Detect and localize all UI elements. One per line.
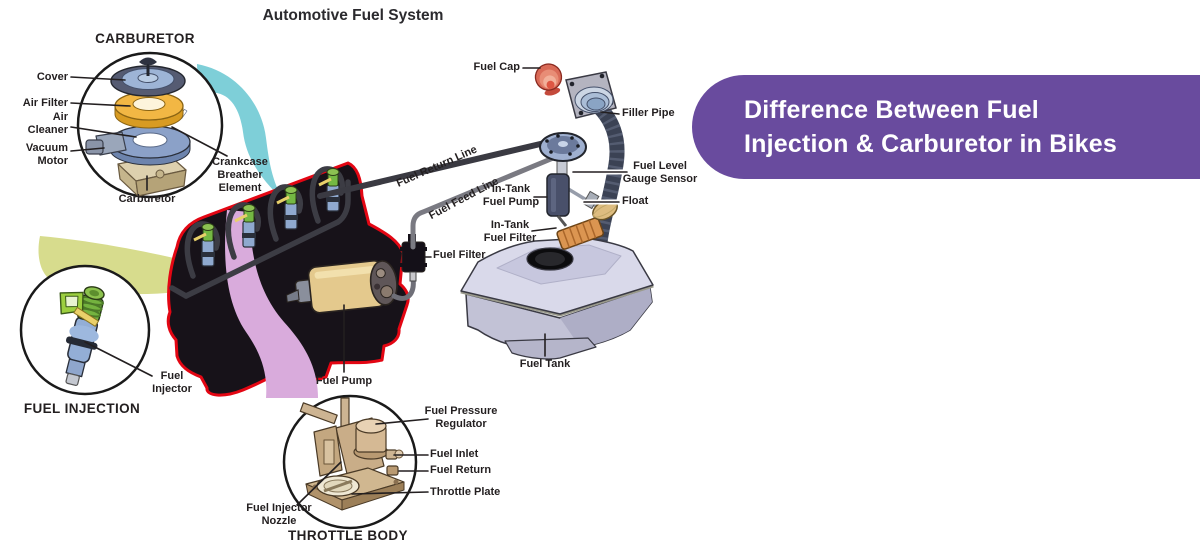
- filler-pipe-label: Filler Pipe: [622, 107, 675, 119]
- leader-lines: [70, 67, 630, 506]
- fuel-injector-label: Fuel Injector: [152, 370, 192, 395]
- fuel-pressure-regulator-label: Fuel Pressure Regulator: [424, 405, 498, 430]
- throttle-body-graphic: [299, 397, 405, 511]
- fuel-return-line-graphic: [317, 138, 556, 199]
- carburetor-exploded-graphic: [85, 57, 191, 197]
- throttle-plate-label: Throttle Plate: [430, 486, 501, 498]
- cover-label: Cover: [36, 71, 68, 83]
- fuel-cap-graphic: [534, 63, 563, 96]
- carburetor-part-label: Carburetor: [118, 193, 176, 205]
- fuel-injector-graphic: [59, 286, 105, 386]
- title-banner: Difference Between Fuel Injection & Carb…: [692, 75, 1200, 179]
- fuel-injector-nozzle-label: Fuel Injector Nozzle: [246, 502, 312, 527]
- in-tank-fuel-pump-label: In-Tank Fuel Pump: [482, 183, 540, 208]
- fuel-tank-label: Fuel Tank: [519, 358, 571, 370]
- carburetor-heading: CARBURETOR: [95, 31, 195, 46]
- air-filter-label: Air Filter: [22, 97, 68, 109]
- page-title: Automotive Fuel System: [262, 7, 444, 24]
- fuel-filter-label: Fuel Filter: [433, 249, 486, 261]
- float-label: Float: [622, 195, 649, 207]
- fuel-inlet-label: Fuel Inlet: [430, 448, 479, 460]
- fuel-pump-label: Fuel Pump: [315, 375, 373, 387]
- fuel-pump-graphic: [285, 260, 398, 314]
- throttle-body-heading: THROTTLE BODY: [288, 528, 408, 543]
- air-cleaner-label: Air Cleaner: [27, 111, 68, 136]
- fuel-feed-line-graphic: [410, 153, 561, 250]
- fuel-injection-heading: FUEL INJECTION: [23, 401, 141, 416]
- pink-swoosh: [225, 210, 318, 398]
- vacuum-motor-label: Vacuum Motor: [25, 142, 68, 167]
- pump-to-filter-hose: [391, 275, 416, 301]
- fuel-cap-label: Fuel Cap: [473, 61, 520, 73]
- crankcase-breather-element-label: Crankcase Breather Element: [212, 156, 268, 194]
- banner-text: Difference Between Fuel Injection & Carb…: [744, 96, 1117, 158]
- fuel-tank-graphic: [460, 237, 654, 360]
- in-tank-fuel-filter-label: In-Tank Fuel Filter: [483, 219, 537, 244]
- fuel-level-gauge-sensor-label: Fuel Level Gauge Sensor: [622, 160, 698, 185]
- teal-swoosh: [197, 64, 283, 200]
- fuel-return-label: Fuel Return: [430, 464, 492, 476]
- engine-fuel-injectors: [193, 168, 340, 267]
